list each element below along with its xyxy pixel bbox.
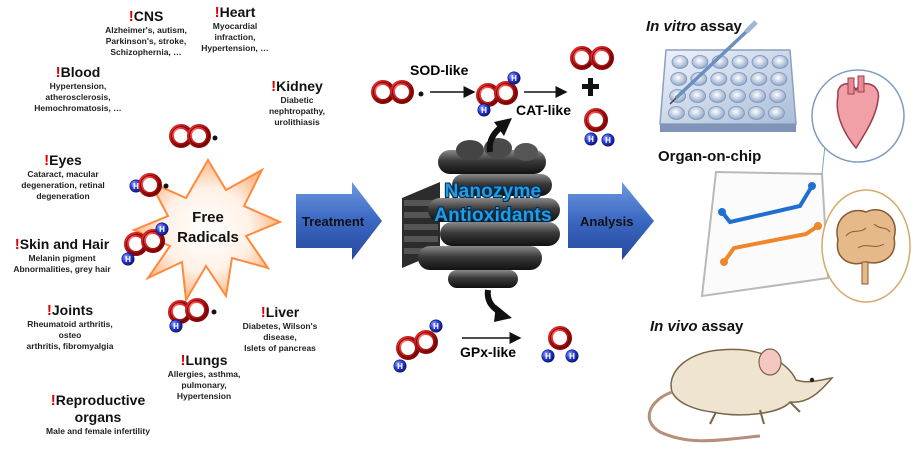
hydroperoxyl-radical-molecule: H H — [121, 222, 169, 266]
plate-well — [670, 72, 688, 86]
category-liver-title: !Liver — [260, 304, 300, 321]
pipette-icon — [669, 20, 758, 105]
category-blood-title: !Blood — [55, 64, 101, 81]
plate-well — [668, 106, 685, 120]
sod-product-h2o2: H H — [478, 71, 521, 117]
plate-well — [771, 55, 789, 69]
category-kidney-title: !Kidney — [271, 78, 323, 95]
cat-product-oxygen — [573, 49, 612, 68]
hydroxyl-radical-molecule: H — [129, 176, 169, 195]
category-blood-diseases: Hypertension,atherosclerosis,Hemochromat… — [34, 81, 122, 113]
nanozyme-particles — [402, 138, 560, 288]
svg-text:H: H — [397, 362, 403, 371]
superoxide-radical-molecule — [172, 127, 218, 146]
cat-product-water: H H — [585, 111, 615, 147]
free-radicals-label-line2: Radicals — [177, 229, 239, 246]
plate-well — [728, 106, 745, 120]
in-vivo-assay-label: In vivo assay — [650, 318, 744, 335]
plate-well — [671, 55, 689, 69]
free-radicals-burst — [131, 158, 283, 304]
category-lungs: !Lungs Allergies, asthma,pulmonary,Hyper… — [156, 352, 252, 402]
analysis-label: Analysis — [580, 214, 634, 229]
plate-well — [709, 89, 726, 103]
gpx-reactant-h2o2: H H — [393, 319, 443, 373]
category-cns: !CNS Alzheimer's, autism,Parkinson's, st… — [96, 8, 196, 58]
mouse-icon — [647, 348, 834, 443]
plate-well — [751, 55, 769, 69]
category-cns-diseases: Alzheimer's, autism,Parkinson's, stroke,… — [105, 25, 187, 57]
svg-text:H: H — [588, 135, 594, 144]
plate-well — [749, 89, 766, 103]
heart-icon — [811, 69, 905, 163]
svg-text:H: H — [545, 352, 551, 361]
plate-well — [750, 72, 768, 86]
organ-on-chip-icon — [700, 170, 830, 298]
plate-well — [768, 106, 785, 120]
plate-well — [729, 89, 746, 103]
free-radicals-label-line1: Free — [192, 209, 224, 226]
sod-reactant-superoxide — [374, 83, 424, 102]
plate-well — [710, 72, 728, 86]
plate-well — [748, 106, 765, 120]
category-heart-title: !Heart — [214, 4, 256, 21]
treatment-arrow — [296, 182, 382, 260]
plate-well — [730, 72, 748, 86]
svg-text:H: H — [159, 225, 165, 234]
svg-text:H: H — [125, 255, 131, 264]
category-reproductive-diseases: Male and female infertility — [46, 426, 150, 436]
plate-well — [769, 89, 786, 103]
svg-text:H: H — [433, 322, 439, 331]
plate-well — [688, 106, 705, 120]
gpx-product-water: H H — [541, 329, 579, 363]
nanozyme-antioxidants-label: Nanozyme Antioxidants — [408, 180, 578, 228]
plate-well — [731, 55, 749, 69]
svg-text:H: H — [133, 182, 139, 191]
svg-text:H: H — [569, 352, 575, 361]
nanozyme-to-sod-curved-arrow — [486, 125, 503, 153]
plate-well — [689, 89, 706, 103]
well-plate-icon — [659, 49, 797, 132]
category-lungs-title: !Lungs — [180, 352, 228, 369]
plate-well — [708, 106, 725, 120]
svg-text:H: H — [173, 322, 179, 331]
brain-icon — [821, 189, 911, 303]
svg-text:H: H — [481, 106, 487, 115]
nanozyme-label-line1: Nanozyme — [444, 181, 542, 202]
sod-like-label: SOD-like — [410, 62, 469, 78]
category-cns-title: !CNS — [128, 8, 164, 25]
organ-on-chip-label: Organ-on-chip — [658, 148, 762, 165]
svg-text:H: H — [511, 74, 517, 83]
nanozyme-label-line2: Antioxidants — [434, 205, 552, 226]
plus-sign — [582, 78, 599, 96]
category-blood: !Blood Hypertension,atherosclerosis,Hemo… — [20, 64, 136, 114]
plate-well — [691, 55, 709, 69]
peroxide-radical-molecule: H — [170, 301, 217, 333]
category-skin-and-hair-title: !Skin and Hair — [14, 236, 110, 253]
category-eyes-title: !Eyes — [44, 152, 82, 169]
plate-well — [770, 72, 788, 86]
in-vitro-assay-label: In vitro assay — [646, 18, 742, 35]
analysis-arrow — [568, 182, 654, 260]
category-joints-title: !Joints — [46, 302, 94, 319]
gpx-like-label: GPx-like — [460, 344, 517, 360]
svg-text:H: H — [605, 136, 611, 145]
category-lungs-diseases: Allergies, asthma,pulmonary,Hypertension — [167, 369, 241, 401]
treatment-label: Treatment — [302, 214, 365, 229]
cat-like-label: CAT-like — [516, 102, 571, 118]
